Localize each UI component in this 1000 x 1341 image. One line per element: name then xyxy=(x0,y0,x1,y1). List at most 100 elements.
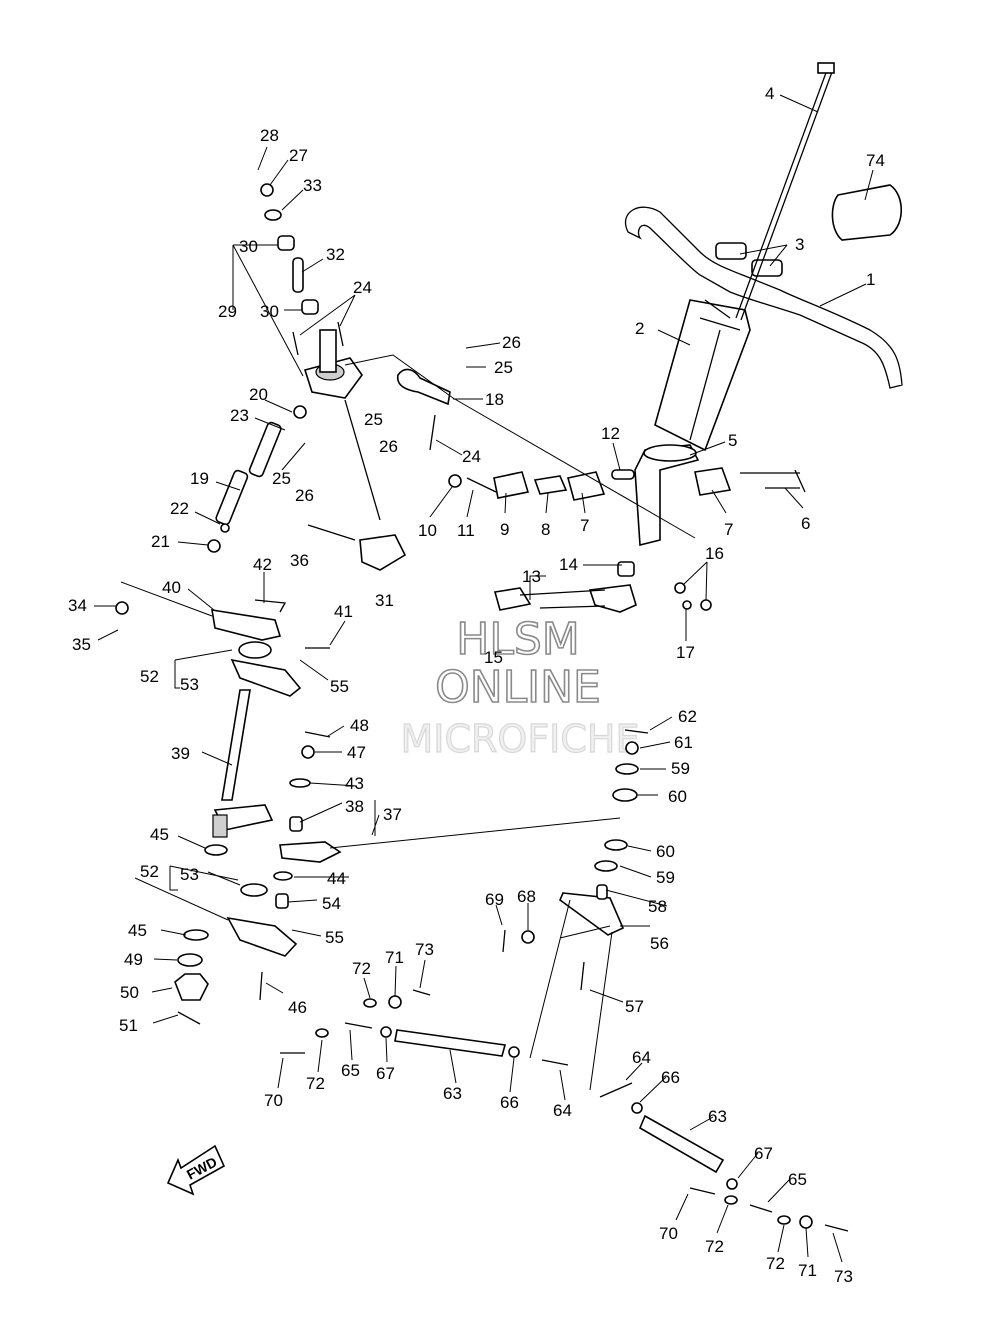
nut-16b xyxy=(700,599,712,611)
callout-53a: 53 xyxy=(180,675,199,694)
nut-67-right xyxy=(726,1178,738,1190)
callout-27: 27 xyxy=(289,146,308,165)
callout-23: 23 xyxy=(230,406,249,425)
callout-33: 33 xyxy=(303,176,322,195)
washer-72a xyxy=(363,998,377,1008)
washer-45-lower xyxy=(183,929,209,941)
callout-1: 1 xyxy=(866,270,875,289)
callout-73b: 73 xyxy=(834,1267,853,1286)
clip-42 xyxy=(254,599,287,613)
callout-16: 16 xyxy=(705,544,724,563)
callout-13: 13 xyxy=(522,567,541,586)
callout-72d: 72 xyxy=(766,1254,785,1273)
washer-60b xyxy=(604,839,628,851)
tie-rod-63-left xyxy=(394,1029,507,1057)
collar-58 xyxy=(596,884,608,900)
pad-part xyxy=(831,184,902,241)
arm-52-lower xyxy=(226,916,298,957)
callout-72c: 72 xyxy=(705,1237,724,1256)
callout-43: 43 xyxy=(345,774,364,793)
end-65-left xyxy=(344,1022,373,1029)
callout-26c: 26 xyxy=(295,486,314,505)
callout-69: 69 xyxy=(485,890,504,909)
end-64-left xyxy=(541,1059,569,1066)
washer-17 xyxy=(682,600,692,610)
watermark: HLSM ONLINE MICROFICHE xyxy=(400,613,640,761)
callout-71b: 71 xyxy=(798,1261,817,1280)
callout-7a: 7 xyxy=(724,520,733,539)
callout-9: 9 xyxy=(500,520,509,539)
callout-60b: 60 xyxy=(656,842,675,861)
callout-59a: 59 xyxy=(671,759,690,778)
long-bolt-part xyxy=(735,69,833,321)
guide-line-c xyxy=(134,877,229,921)
pin-69 xyxy=(502,929,506,953)
link-11 xyxy=(466,477,497,493)
callout-25a: 25 xyxy=(494,358,513,377)
callout-50: 50 xyxy=(120,983,139,1002)
callout-30a: 30 xyxy=(239,237,258,256)
washer-45-upper xyxy=(204,844,228,856)
callout-55a: 55 xyxy=(330,677,349,696)
callout-44: 44 xyxy=(327,869,346,888)
callout-72b: 72 xyxy=(306,1074,325,1093)
callout-63a: 63 xyxy=(443,1084,462,1103)
callout-73a: 73 xyxy=(415,940,434,959)
rod-23 xyxy=(248,421,282,478)
callout-14: 14 xyxy=(559,555,578,574)
rod-19 xyxy=(215,469,249,526)
tie-rod-63-right xyxy=(638,1114,725,1174)
washer-72c xyxy=(724,1195,738,1205)
callout-66b: 66 xyxy=(661,1068,680,1087)
nut-22 xyxy=(220,523,230,533)
pin-73-left xyxy=(412,989,431,996)
bolt-24-lower xyxy=(429,414,436,451)
callout-17: 17 xyxy=(676,643,695,662)
washer-43 xyxy=(289,778,311,788)
callout-22: 22 xyxy=(170,499,189,518)
callout-64a: 64 xyxy=(553,1101,572,1120)
callout-42: 42 xyxy=(253,555,272,574)
bracket-7-right xyxy=(694,467,732,496)
shaft-29 xyxy=(319,329,337,373)
fwd-arrow-icon: FWD xyxy=(166,1144,226,1196)
nut-34 xyxy=(115,601,129,615)
callout-57: 57 xyxy=(625,997,644,1016)
callout-52b: 52 xyxy=(140,862,159,881)
callout-65b: 65 xyxy=(788,1170,807,1189)
nut-50 xyxy=(174,973,209,1001)
nut-16a xyxy=(674,582,686,594)
nut-68 xyxy=(521,930,535,944)
collar-30a xyxy=(277,235,295,251)
callout-12: 12 xyxy=(601,424,620,443)
nut-10 xyxy=(448,474,462,488)
shaft-39 xyxy=(221,689,251,801)
callout-19: 19 xyxy=(190,469,209,488)
callout-36: 36 xyxy=(290,551,309,570)
nut-67-left xyxy=(380,1026,392,1038)
callout-62: 62 xyxy=(678,707,697,726)
column-lower-part xyxy=(634,444,700,547)
callout-30b: 30 xyxy=(260,302,279,321)
nut-47 xyxy=(301,745,315,759)
callout-8: 8 xyxy=(541,520,550,539)
callout-18: 18 xyxy=(485,390,504,409)
washer-49 xyxy=(177,953,203,967)
callout-63b: 63 xyxy=(708,1107,727,1126)
washer-59a xyxy=(615,763,639,775)
washer-33 xyxy=(264,209,282,221)
callout-39: 39 xyxy=(171,744,190,763)
callout-29: 29 xyxy=(218,302,237,321)
washer-72d xyxy=(777,1215,791,1225)
bolt-6 xyxy=(740,469,806,493)
callout-61: 61 xyxy=(674,733,693,752)
callout-26a: 26 xyxy=(502,333,521,352)
bolt-57 xyxy=(580,961,585,991)
callout-64b: 64 xyxy=(632,1048,651,1067)
callout-26b: 26 xyxy=(379,437,398,456)
bearing-53-lower xyxy=(240,883,268,897)
bolts-15 xyxy=(519,589,606,609)
callout-5: 5 xyxy=(728,431,737,450)
washer-59b xyxy=(594,860,618,872)
